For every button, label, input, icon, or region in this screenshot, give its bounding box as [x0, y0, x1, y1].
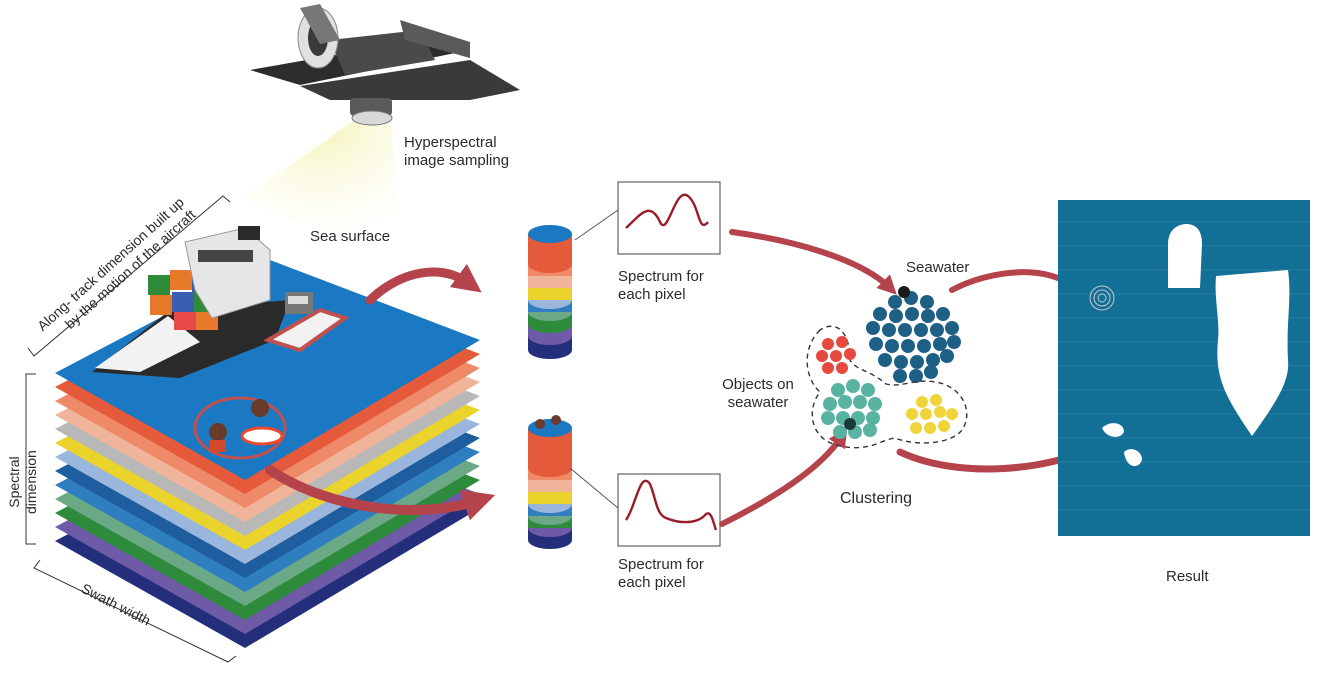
- label-objects-on-seawater: Objects on seawater: [716, 376, 800, 412]
- object-cluster-yellow: [906, 394, 958, 434]
- arrow-spectrum-to-seawater: [729, 229, 897, 295]
- label-result: Result: [1166, 568, 1209, 585]
- spectrum-curve-bottom: [624, 479, 718, 531]
- pixel-column-top: [528, 225, 572, 359]
- label-spectral-line2: dimension: [23, 450, 39, 514]
- seawater-cluster: [866, 291, 961, 383]
- result-ship-shape: [1215, 270, 1290, 436]
- label-spectrum-bottom-line2: each pixel: [618, 574, 686, 591]
- objects-centroid: [844, 418, 856, 430]
- label-spectral-line1: Spectral: [6, 456, 22, 508]
- boat-icon: [263, 292, 350, 353]
- spectrum-curve-top: [625, 193, 709, 229]
- label-objects-line2: seawater: [727, 394, 789, 411]
- label-spectrum-top: Spectrum for each pixel: [618, 268, 704, 304]
- result-map: [1058, 200, 1310, 536]
- object-cluster-red: [816, 336, 856, 374]
- label-objects-line1: Objects on: [722, 376, 794, 393]
- label-hyperspectral-line2: image sampling: [404, 152, 510, 169]
- label-sea-surface: Sea surface: [310, 228, 391, 245]
- spectrum-box-top: [574, 181, 721, 255]
- result-people-shape-2: [1124, 449, 1142, 467]
- flow-arrows: [265, 229, 1109, 527]
- hyperspectral-cube: [55, 260, 480, 648]
- arrow-cube-to-column-top: [365, 263, 482, 305]
- dimension-brackets: [25, 195, 237, 663]
- ship-icon: [92, 226, 290, 378]
- label-spectrum-bottom-line1: Spectrum for: [618, 556, 704, 573]
- aircraft-icon: [250, 4, 520, 126]
- seawater-centroid: [898, 286, 910, 298]
- label-clustering: Clustering: [840, 490, 913, 507]
- label-hyperspectral-line1: Hyperspectral: [404, 134, 497, 151]
- pixel-column-bottom: [528, 415, 572, 549]
- people-in-water-icon: [193, 396, 287, 460]
- result-small-boat-shape: [1168, 224, 1202, 288]
- objects-region-outline: [806, 325, 968, 449]
- result-people-shape: [1102, 423, 1124, 437]
- label-spectrum-bottom: Spectrum for each pixel: [618, 556, 704, 592]
- arrow-spectrum-to-objects: [719, 427, 848, 527]
- spectrum-box-bottom: [569, 467, 721, 547]
- label-spectrum-top-line2: each pixel: [618, 286, 686, 303]
- label-spectrum-top-line1: Spectrum for: [618, 268, 704, 285]
- result-ripple-icon: [1089, 285, 1115, 311]
- label-seawater: Seawater: [906, 259, 970, 276]
- label-hyperspectral-sampling: Hyperspectral image sampling: [404, 134, 509, 170]
- arrow-cube-to-column-bottom: [265, 465, 496, 521]
- object-cluster-teal: [821, 379, 882, 439]
- sampling-beam: [240, 122, 400, 260]
- label-spectral-dimension: Spectral dimension: [6, 450, 40, 514]
